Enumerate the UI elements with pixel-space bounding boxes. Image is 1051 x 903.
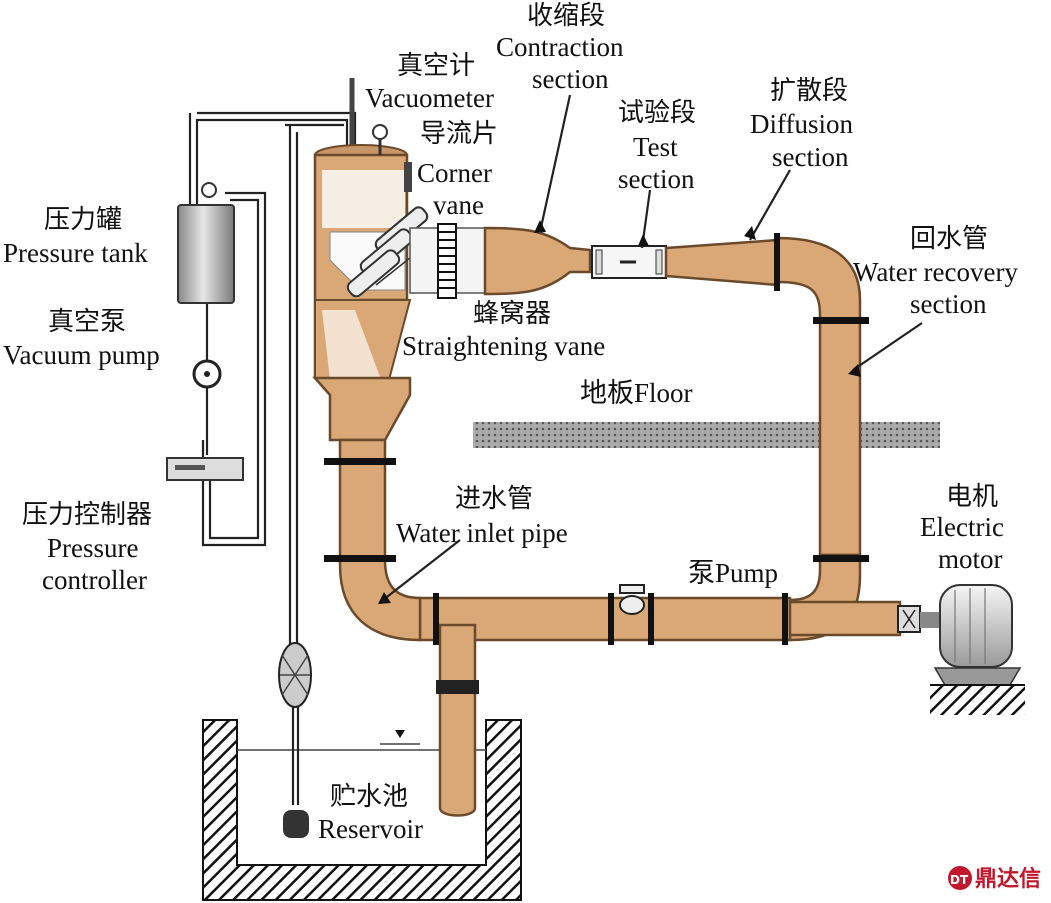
label-pressure-controller-en1: Pressure	[47, 533, 138, 563]
vacuum-pump	[192, 359, 222, 389]
label-diffusion-en1: Diffusion	[750, 109, 854, 139]
label-motor-en2: motor	[938, 544, 1003, 574]
label-motor-en1: Electric	[920, 512, 1004, 542]
label-corner-vane-en2: vane	[433, 190, 484, 220]
labels: 收缩段 Contraction section 真空计 Vacuometer 导…	[3, 1, 1018, 844]
pump-motor-assembly	[788, 584, 1025, 715]
label-pressure-controller-en2: controller	[42, 565, 147, 595]
watermark-badge: DT	[950, 873, 969, 887]
reservoir-riser	[438, 623, 477, 817]
control-piping	[188, 78, 357, 805]
pump-indicator	[619, 584, 645, 615]
label-vacuometer-zh: 真空计	[397, 51, 475, 81]
water-recovery-pipe	[776, 236, 862, 557]
water-inlet-pipe	[338, 438, 422, 642]
label-water-recovery-en1: Water recovery	[853, 257, 1018, 287]
label-diffusion-zh: 扩散段	[770, 76, 848, 106]
label-inlet-zh: 进水管	[455, 484, 533, 514]
label-water-recovery-zh: 回水管	[910, 224, 988, 254]
label-floor: 地板Floor	[580, 378, 693, 408]
label-water-recovery-en2: section	[910, 289, 987, 319]
pipe-flanges	[324, 233, 869, 645]
label-corner-vane-zh: 导流片	[420, 119, 498, 149]
label-contraction-zh: 收缩段	[527, 1, 605, 31]
label-test-en1: Test	[633, 132, 678, 162]
label-test-en2: section	[618, 164, 695, 194]
label-vacuum-pump-zh: 真空泵	[48, 307, 126, 337]
label-corner-vane-en1: Corner	[417, 158, 492, 188]
label-vacuometer-en: Vacuometer	[365, 83, 494, 113]
floor-band	[473, 422, 940, 448]
label-vacuum-pump-en: Vacuum pump	[3, 340, 160, 370]
corner-vane-coils	[346, 206, 429, 298]
label-contraction-en2: section	[532, 64, 609, 94]
label-motor-zh: 电机	[946, 482, 998, 512]
leader-lines	[378, 94, 923, 604]
label-inlet-en: Water inlet pipe	[396, 518, 568, 548]
suction-strainer	[278, 642, 312, 838]
label-straightening-en: Straightening vane	[402, 331, 605, 361]
label-reservoir-zh: 贮水池	[330, 782, 408, 812]
label-pressure-tank-zh: 压力罐	[44, 205, 122, 235]
test-section	[591, 245, 667, 279]
pressure-tank	[177, 182, 235, 304]
label-test-zh: 试验段	[618, 98, 696, 128]
label-contraction-en1: Contraction	[496, 32, 624, 62]
riser-valve	[436, 680, 479, 694]
label-straightening-zh: 蜂窝器	[473, 299, 551, 329]
contraction-section	[483, 226, 592, 296]
pressure-controller	[166, 457, 244, 481]
label-pressure-controller-zh: 压力控制器	[22, 500, 152, 530]
diffusion-section	[664, 238, 780, 287]
honeycomb	[409, 223, 486, 299]
watermark: DT 鼎达信	[948, 866, 1041, 892]
label-pump: 泵Pump	[688, 558, 778, 588]
label-reservoir-en: Reservoir	[318, 814, 423, 844]
watermark-text: 鼎达信	[975, 866, 1041, 892]
label-pressure-tank-en: Pressure tank	[3, 238, 148, 268]
label-diffusion-en2: section	[772, 142, 849, 172]
